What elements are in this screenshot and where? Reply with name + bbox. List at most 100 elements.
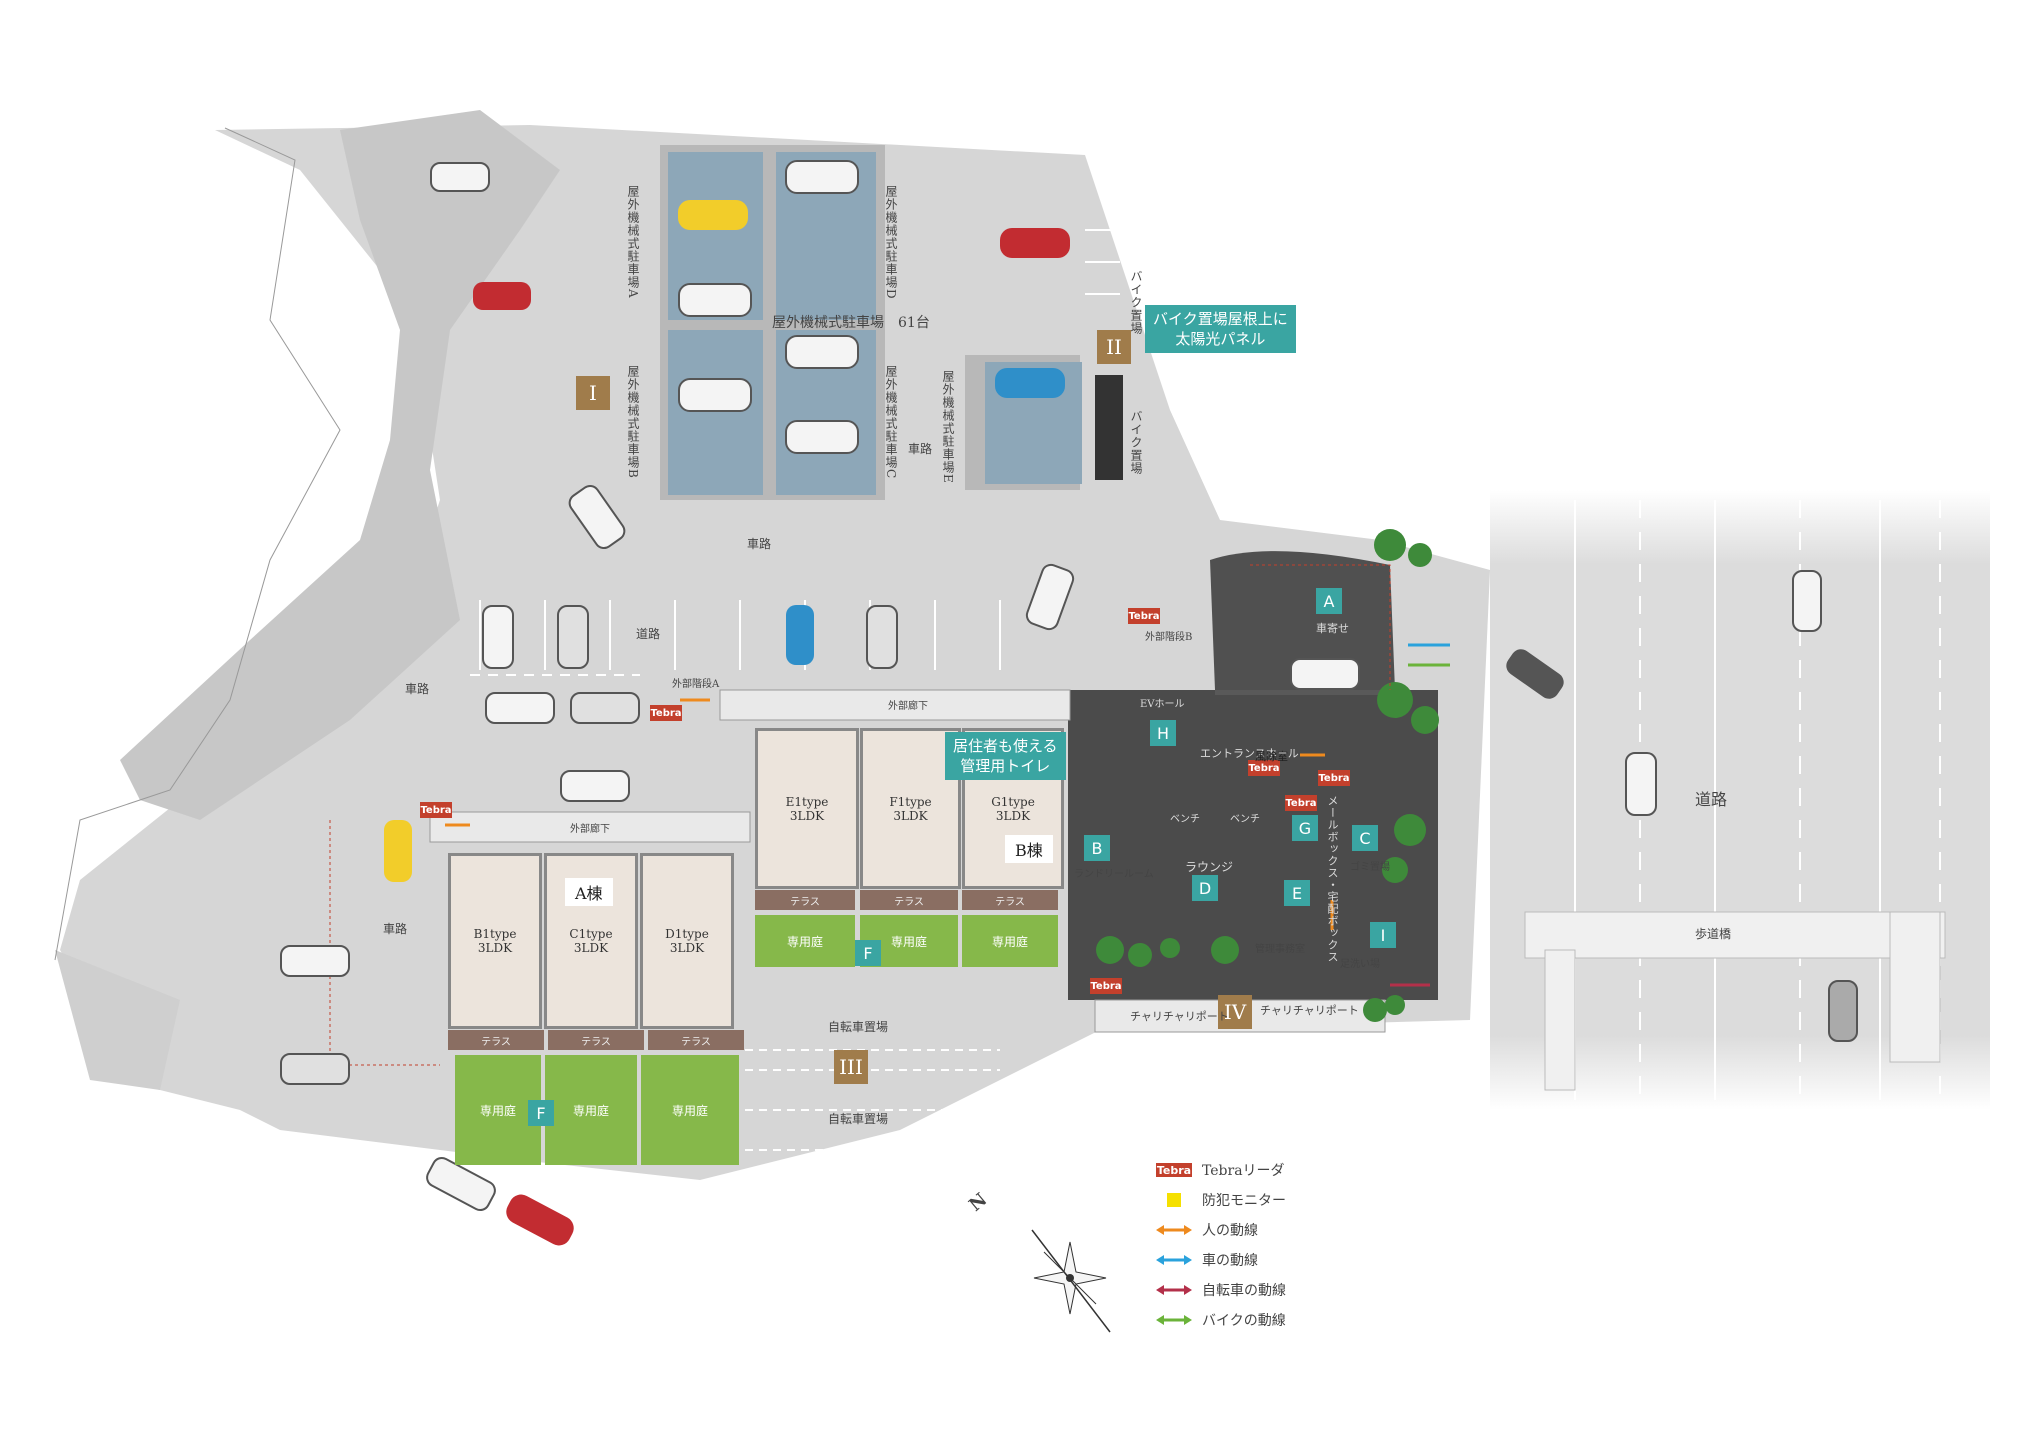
zone-marker: III	[834, 1050, 868, 1084]
tebra-reader: Tebra	[1090, 978, 1122, 994]
private-garden: 専用庭	[755, 915, 855, 967]
car-icon	[430, 162, 490, 192]
corridor-label: 外部廊下	[570, 824, 610, 835]
room-label: 管理事務室	[1255, 944, 1305, 955]
private-garden: 専用庭	[455, 1055, 541, 1165]
car-icon	[473, 282, 531, 310]
unit-b1type: B1type 3LDK	[448, 853, 542, 1029]
tebra-reader: Tebra	[420, 802, 452, 818]
car-icon	[785, 420, 859, 454]
solar-panel-callout: バイク置場屋根上に 太陽光パネル	[1145, 305, 1296, 353]
bike-parking-label: バイク置場	[1129, 270, 1143, 335]
tebra-reader: Tebra	[1318, 770, 1350, 786]
legend-car-flow: 車の動線	[1156, 1250, 1258, 1270]
arrow-icon	[1156, 1253, 1192, 1267]
mech-parking-e: 屋外機械式駐車場E	[941, 370, 955, 484]
facility-marker: G	[1292, 815, 1318, 841]
mech-parking-a: 屋外機械式駐車場A	[626, 185, 640, 299]
square-swatch	[1156, 1193, 1192, 1207]
mech-parking-d: 屋外機械式駐車場D	[884, 185, 898, 300]
legend-bike-flow: バイクの動線	[1156, 1310, 1286, 1330]
room-label: ゴミ置場	[1350, 862, 1390, 873]
zone-marker: I	[576, 376, 610, 410]
tebra-reader: Tebra	[1128, 608, 1160, 624]
car-icon	[570, 692, 640, 724]
car-icon	[1828, 980, 1858, 1042]
car-icon	[1792, 570, 1822, 632]
tebra-reader: Tebra	[1248, 760, 1280, 776]
room-label: 足洗い場	[1340, 959, 1380, 970]
tebra-reader: Tebra	[1285, 795, 1317, 811]
room-label: エントランスホール	[1200, 747, 1299, 760]
car-icon	[678, 378, 752, 412]
room-label: 車寄せ	[1316, 622, 1349, 635]
car-icon	[785, 160, 859, 194]
arrow-icon	[1156, 1283, 1192, 1297]
zone-marker: IV	[1218, 995, 1252, 1029]
toilet-callout: 居住者も使える 管理用トイレ	[945, 732, 1066, 780]
building-a-label: A棟	[565, 878, 613, 906]
car-icon	[280, 945, 350, 977]
car-icon	[1000, 228, 1070, 258]
terrace: テラス	[648, 1030, 744, 1050]
car-icon	[995, 368, 1065, 398]
mech-parking-b: 屋外機械式駐車場B	[626, 365, 640, 479]
road-label: 車路	[405, 682, 430, 696]
road-label: 道路	[636, 627, 661, 641]
arrow-icon	[1156, 1313, 1192, 1327]
terrace: テラス	[755, 890, 855, 910]
car-icon	[678, 200, 748, 230]
terrace: テラス	[962, 890, 1058, 910]
room-label: 自転車置場	[828, 1020, 889, 1034]
car-icon	[785, 335, 859, 369]
car-icon	[678, 283, 752, 317]
car-icon	[1625, 752, 1657, 816]
facility-marker: E	[1284, 880, 1310, 906]
private-garden: 専用庭	[545, 1055, 637, 1165]
facility-marker: A	[1316, 588, 1342, 614]
room-label: ランドリールーム	[1074, 869, 1154, 880]
private-garden: 専用庭	[962, 915, 1058, 967]
terrace: テラス	[548, 1030, 644, 1050]
arrow-icon	[1156, 1223, 1192, 1237]
tebra-reader: Tebra	[650, 705, 682, 721]
legend-tebra: Tebra Tebraリーダ	[1156, 1163, 1285, 1179]
legend-monitor: 防犯モニター	[1156, 1190, 1286, 1210]
facility-marker: D	[1192, 875, 1218, 901]
road-label: 車路	[908, 442, 933, 456]
stair-label: 外部階段B	[1145, 632, 1193, 643]
pedestrian-bridge-label: 歩道橋	[1695, 927, 1732, 941]
facility-marker: F	[855, 940, 881, 966]
car-icon	[557, 605, 589, 669]
legend-bicycle-flow: 自転車の動線	[1156, 1280, 1286, 1300]
terrace: テラス	[860, 890, 958, 910]
room-label: ラウンジ	[1185, 860, 1234, 874]
road-label: 車路	[747, 537, 772, 551]
terrace: テラス	[448, 1030, 544, 1050]
unit-f1type: F1type 3LDK	[860, 728, 961, 889]
legend-person-flow: 人の動線	[1156, 1220, 1258, 1240]
stair-label: 外部階段A	[672, 679, 720, 690]
car-icon	[1290, 658, 1360, 690]
car-icon	[384, 820, 412, 882]
bike-parking-label: バイク置場	[1129, 410, 1143, 475]
unit-e1type: E1type 3LDK	[755, 728, 859, 889]
building-b-label: B棟	[1005, 835, 1053, 863]
car-icon	[485, 692, 555, 724]
zone-marker: II	[1097, 330, 1131, 364]
facility-marker: C	[1352, 825, 1378, 851]
corridor-label: 外部廊下	[888, 701, 928, 712]
private-garden: 専用庭	[641, 1055, 739, 1165]
room-label: ベンチ	[1230, 814, 1260, 825]
facility-marker: H	[1150, 720, 1176, 746]
compass-rose	[1031, 1229, 1111, 1333]
car-icon	[786, 605, 814, 665]
room-label: メールボックス・宅配ボックス	[1326, 795, 1339, 963]
road-label: 車路	[383, 922, 408, 936]
tebra-swatch: Tebra	[1156, 1163, 1192, 1177]
unit-d1type: D1type 3LDK	[640, 853, 734, 1029]
car-icon	[482, 605, 514, 669]
mech-parking-c: 屋外機械式駐車場C	[884, 365, 898, 480]
room-label: 風除室	[1255, 750, 1288, 763]
